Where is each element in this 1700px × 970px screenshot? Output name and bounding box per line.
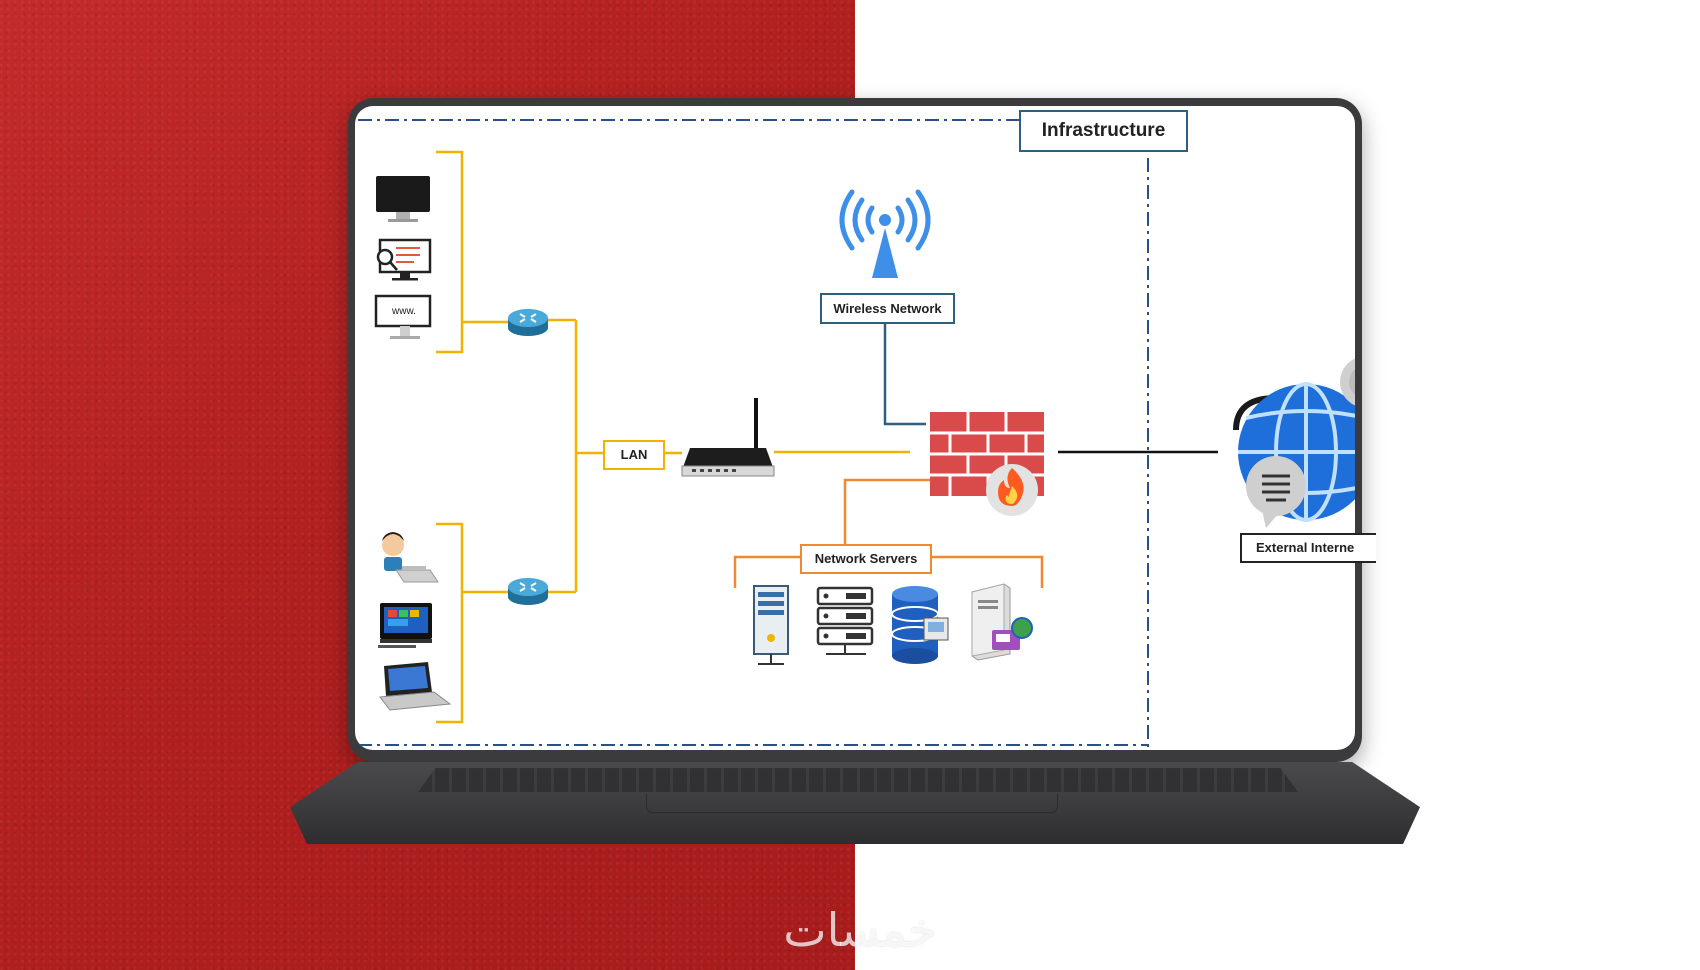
- rack-server-icon: [816, 586, 874, 655]
- wireless-router-icon: [681, 398, 775, 477]
- wifi-antenna-icon: [839, 189, 931, 278]
- switch-top-icon: [508, 309, 548, 336]
- svg-text:www.: www.: [391, 306, 416, 317]
- laptop-icon: [379, 662, 452, 711]
- infrastructure-boundary: [358, 119, 1149, 750]
- client-connections: [436, 150, 910, 724]
- internet-globe-icon: ?: [1233, 356, 1371, 528]
- switch-bottom-icon: [508, 578, 548, 605]
- laptop-touchpad: [646, 794, 1058, 813]
- desktop-monitor-icon: [376, 176, 430, 222]
- external-internet-label: External Interne: [1240, 533, 1376, 563]
- wireless-network-label: Wireless Network: [820, 293, 955, 324]
- infrastructure-title: Infrastructure: [1019, 110, 1188, 152]
- tower-server-icon: [753, 585, 789, 665]
- monitor-document-icon: [376, 238, 432, 281]
- all-in-one-pc-icon: [378, 603, 432, 648]
- monitor-web-browser-icon: www.: [374, 294, 432, 339]
- svg-text:?: ?: [1360, 373, 1371, 395]
- watermark-logo: خمسات: [783, 903, 937, 957]
- lan-label: LAN: [603, 440, 665, 470]
- wireless-connection: [883, 322, 926, 426]
- laptop-keyboard: [418, 768, 1298, 792]
- network-servers-label: Network Servers: [800, 544, 932, 574]
- server-connections: [733, 478, 1044, 588]
- person-with-laptop-icon: [382, 532, 439, 583]
- firewall-icon: [930, 412, 1044, 516]
- web-server-icon: [971, 583, 1033, 661]
- database-server-icon: [891, 586, 949, 664]
